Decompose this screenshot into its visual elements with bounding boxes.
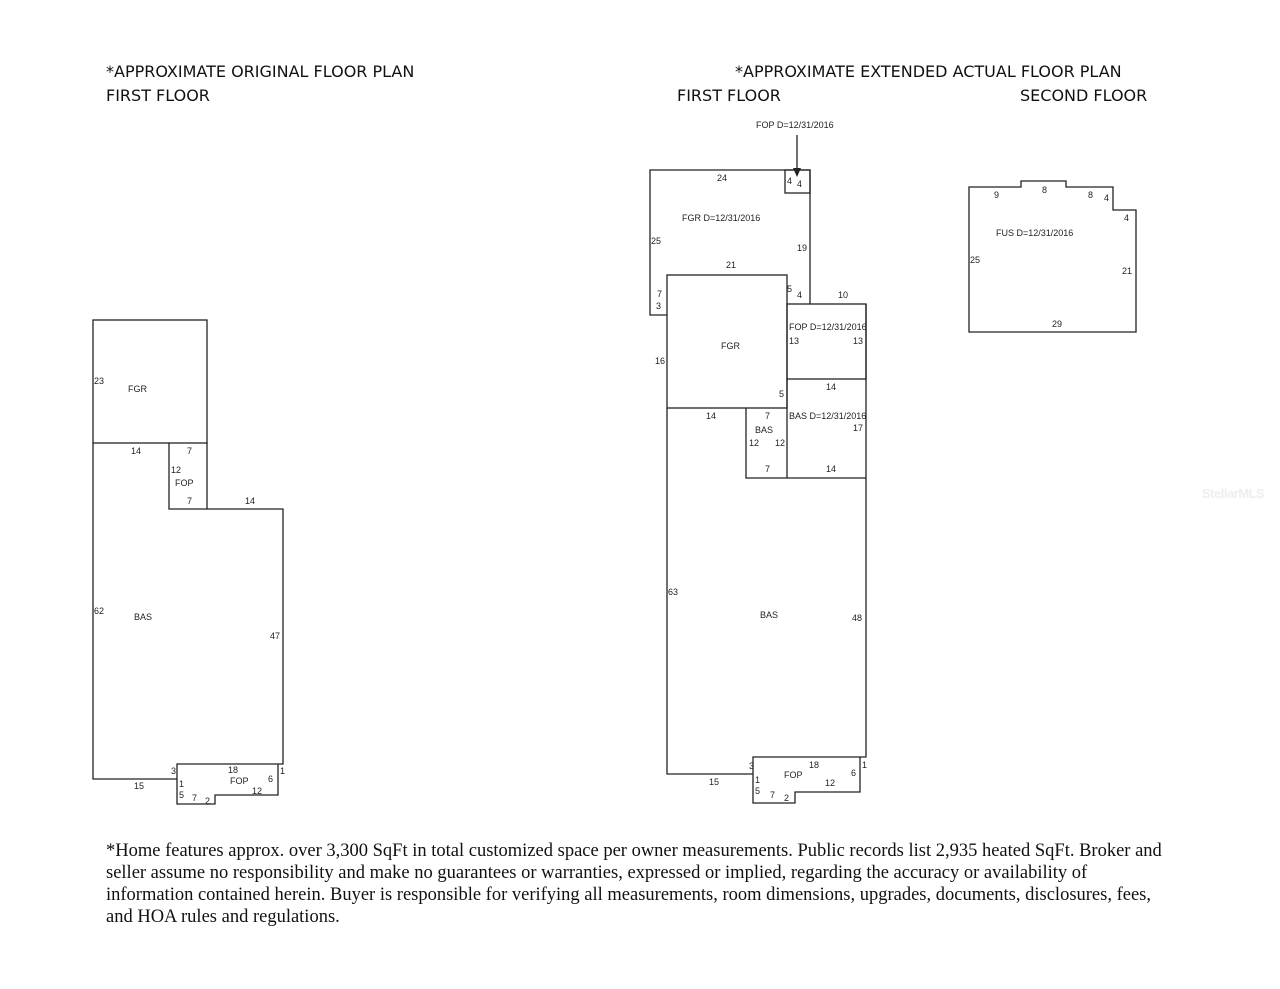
- dim-label: 14: [706, 411, 716, 421]
- room-label: FGR: [721, 341, 740, 351]
- small-porch: [784, 169, 811, 194]
- dim-label: 3: [749, 761, 754, 771]
- room-label: BAS D=12/31/2016: [789, 411, 866, 421]
- dim-label: 15: [709, 777, 719, 787]
- dim-label: 21: [1122, 266, 1132, 276]
- watermark-logo: StellarMLS: [1202, 486, 1265, 501]
- dim-label: 5: [755, 786, 760, 796]
- original-plan-title: *APPROXIMATE ORIGINAL FLOOR PLAN: [106, 62, 415, 81]
- dim-label: 8: [1042, 185, 1047, 195]
- dim-label: 12: [749, 438, 759, 448]
- dim-label: 19: [797, 243, 807, 253]
- dim-label: 1: [862, 760, 867, 770]
- dim-label: 7: [187, 446, 192, 456]
- dim-label: 1: [179, 779, 184, 789]
- room-label: FGR: [128, 384, 147, 394]
- dim-label: 2: [205, 796, 210, 806]
- dim-label: 7: [765, 411, 770, 421]
- dim-label: 3: [656, 301, 661, 311]
- room-label: BAS: [755, 425, 773, 435]
- dim-label: 13: [789, 336, 799, 346]
- dim-label: 1: [755, 775, 760, 785]
- dim-label: 15: [134, 781, 144, 791]
- dim-label: 62: [94, 606, 104, 616]
- extended-dimension-labels: 24 4 4 FGR D=12/31/2016 25 19 21 7 3 5 4…: [651, 173, 867, 803]
- second-floor-plan: 9 8 8 4 4 FUS D=12/31/2016 25 21 29: [968, 180, 1137, 333]
- dim-label: 8: [1088, 190, 1093, 200]
- dim-label: 12: [825, 778, 835, 788]
- dim-label: 10: [838, 290, 848, 300]
- original-dimension-labels: 23 FGR 14 7 12 FOP 7 14 62 BAS 47 15 3 1…: [94, 376, 285, 806]
- disclaimer-text: *Home features approx. over 3,300 SqFt i…: [106, 841, 1162, 927]
- dim-label: 12: [775, 438, 785, 448]
- dim-label: 24: [717, 173, 727, 183]
- dim-label: 9: [994, 190, 999, 200]
- dim-label: 4: [787, 176, 792, 186]
- room-label: FOP: [230, 776, 249, 786]
- room-label: BAS: [134, 612, 152, 622]
- dim-label: 6: [851, 768, 856, 778]
- callout-label: FOP D=12/31/2016: [756, 120, 834, 130]
- dim-label: 25: [970, 255, 980, 265]
- dim-label: 4: [1104, 193, 1109, 203]
- second-floor-outline: [968, 180, 1137, 333]
- dim-label: 4: [797, 179, 802, 189]
- dim-label: 14: [826, 464, 836, 474]
- extended-first-floor-plan: FOP D=12/31/2016 24 4 4 FGR D=12/31/2016…: [649, 120, 867, 804]
- dim-label: 3: [171, 766, 176, 776]
- garage-addition-outline: [649, 169, 811, 316]
- dim-label: 7: [657, 289, 662, 299]
- dim-label: 7: [770, 790, 775, 800]
- bas-outline: [666, 304, 867, 804]
- room-label: FOP D=12/31/2016: [789, 322, 867, 332]
- original-garage: [92, 319, 208, 444]
- dim-label: 25: [651, 236, 661, 246]
- dim-label: 5: [179, 790, 184, 800]
- dim-label: 12: [171, 465, 181, 475]
- dim-label: 63: [668, 587, 678, 597]
- extended-plan-title: *APPROXIMATE EXTENDED ACTUAL FLOOR PLAN: [735, 62, 1122, 81]
- dim-label: 12: [252, 786, 262, 796]
- room-label: FOP: [784, 770, 803, 780]
- room-label: FOP: [175, 478, 194, 488]
- bas-addition: [745, 379, 866, 479]
- dim-label: 7: [765, 464, 770, 474]
- dim-label: 7: [187, 496, 192, 506]
- dim-label: 6: [268, 774, 273, 784]
- dim-label: 14: [826, 382, 836, 392]
- dim-label: 29: [1052, 319, 1062, 329]
- dim-label: 7: [192, 793, 197, 803]
- room-label: BAS: [760, 610, 778, 620]
- original-floor-plan: 23 FGR 14 7 12 FOP 7 14 62 BAS 47 15 3 1…: [92, 319, 285, 806]
- extended-first-floor-label: FIRST FLOOR: [677, 86, 781, 105]
- dim-label: 2: [784, 793, 789, 803]
- dim-label: 18: [809, 760, 819, 770]
- dim-label: 4: [797, 290, 802, 300]
- dim-label: 47: [270, 631, 280, 641]
- dim-label: 16: [655, 356, 665, 366]
- dim-label: 14: [131, 446, 141, 456]
- extended-second-floor-label: SECOND FLOOR: [1020, 86, 1148, 105]
- dim-label: 5: [779, 389, 784, 399]
- dim-label: 14: [245, 496, 255, 506]
- room-label: FGR D=12/31/2016: [682, 213, 760, 223]
- original-first-floor-label: FIRST FLOOR: [106, 86, 210, 105]
- room-label: FUS D=12/31/2016: [996, 228, 1073, 238]
- dim-label: 21: [726, 260, 736, 270]
- dim-label: 4: [1124, 213, 1129, 223]
- original-bas-outline: [92, 443, 284, 805]
- dim-label: 5: [787, 284, 792, 294]
- dim-label: 48: [852, 613, 862, 623]
- dim-label: 23: [94, 376, 104, 386]
- dim-label: 18: [228, 765, 238, 775]
- dim-label: 13: [853, 336, 863, 346]
- dim-label: 17: [853, 423, 863, 433]
- dim-label: 1: [280, 766, 285, 776]
